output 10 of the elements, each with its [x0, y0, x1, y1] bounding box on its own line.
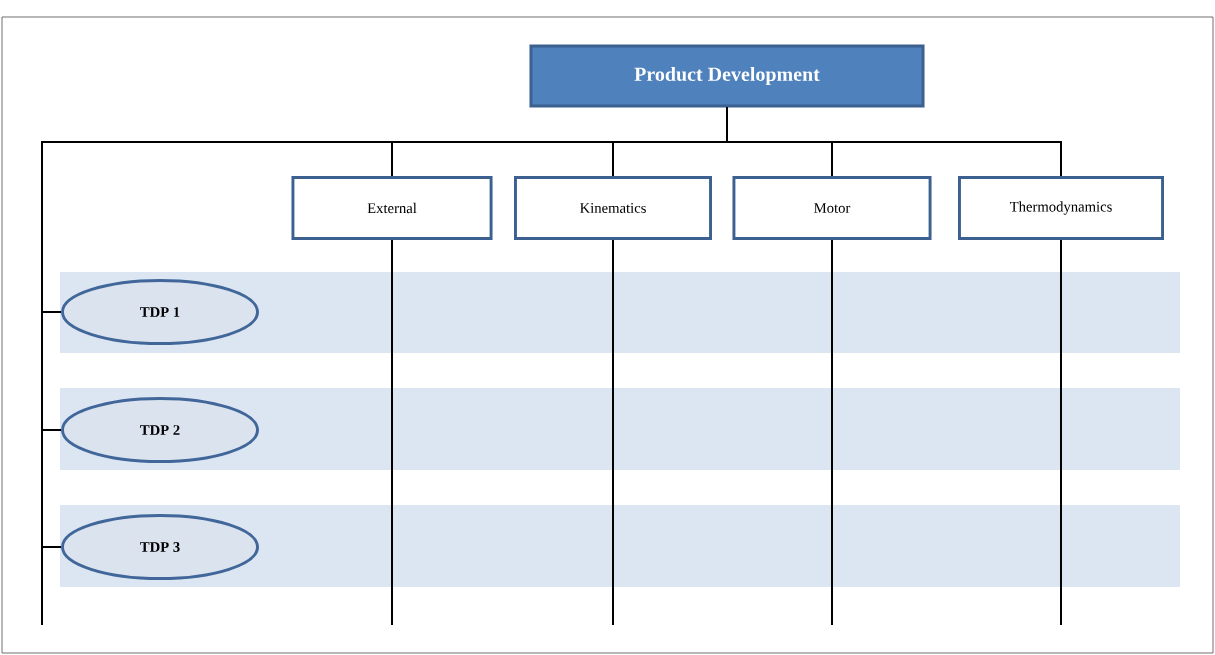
category-box: Motor — [732, 176, 932, 240]
connector-line — [1060, 239, 1062, 626]
title-box: Product Development — [529, 44, 925, 108]
connector-line — [391, 239, 393, 626]
connector-line — [831, 239, 833, 626]
connector-line — [41, 106, 728, 548]
category-box: Thermodynamics — [958, 176, 1164, 240]
category-box: External — [291, 176, 493, 240]
connector-line — [612, 239, 614, 626]
category-box: Kinematics — [514, 176, 712, 240]
